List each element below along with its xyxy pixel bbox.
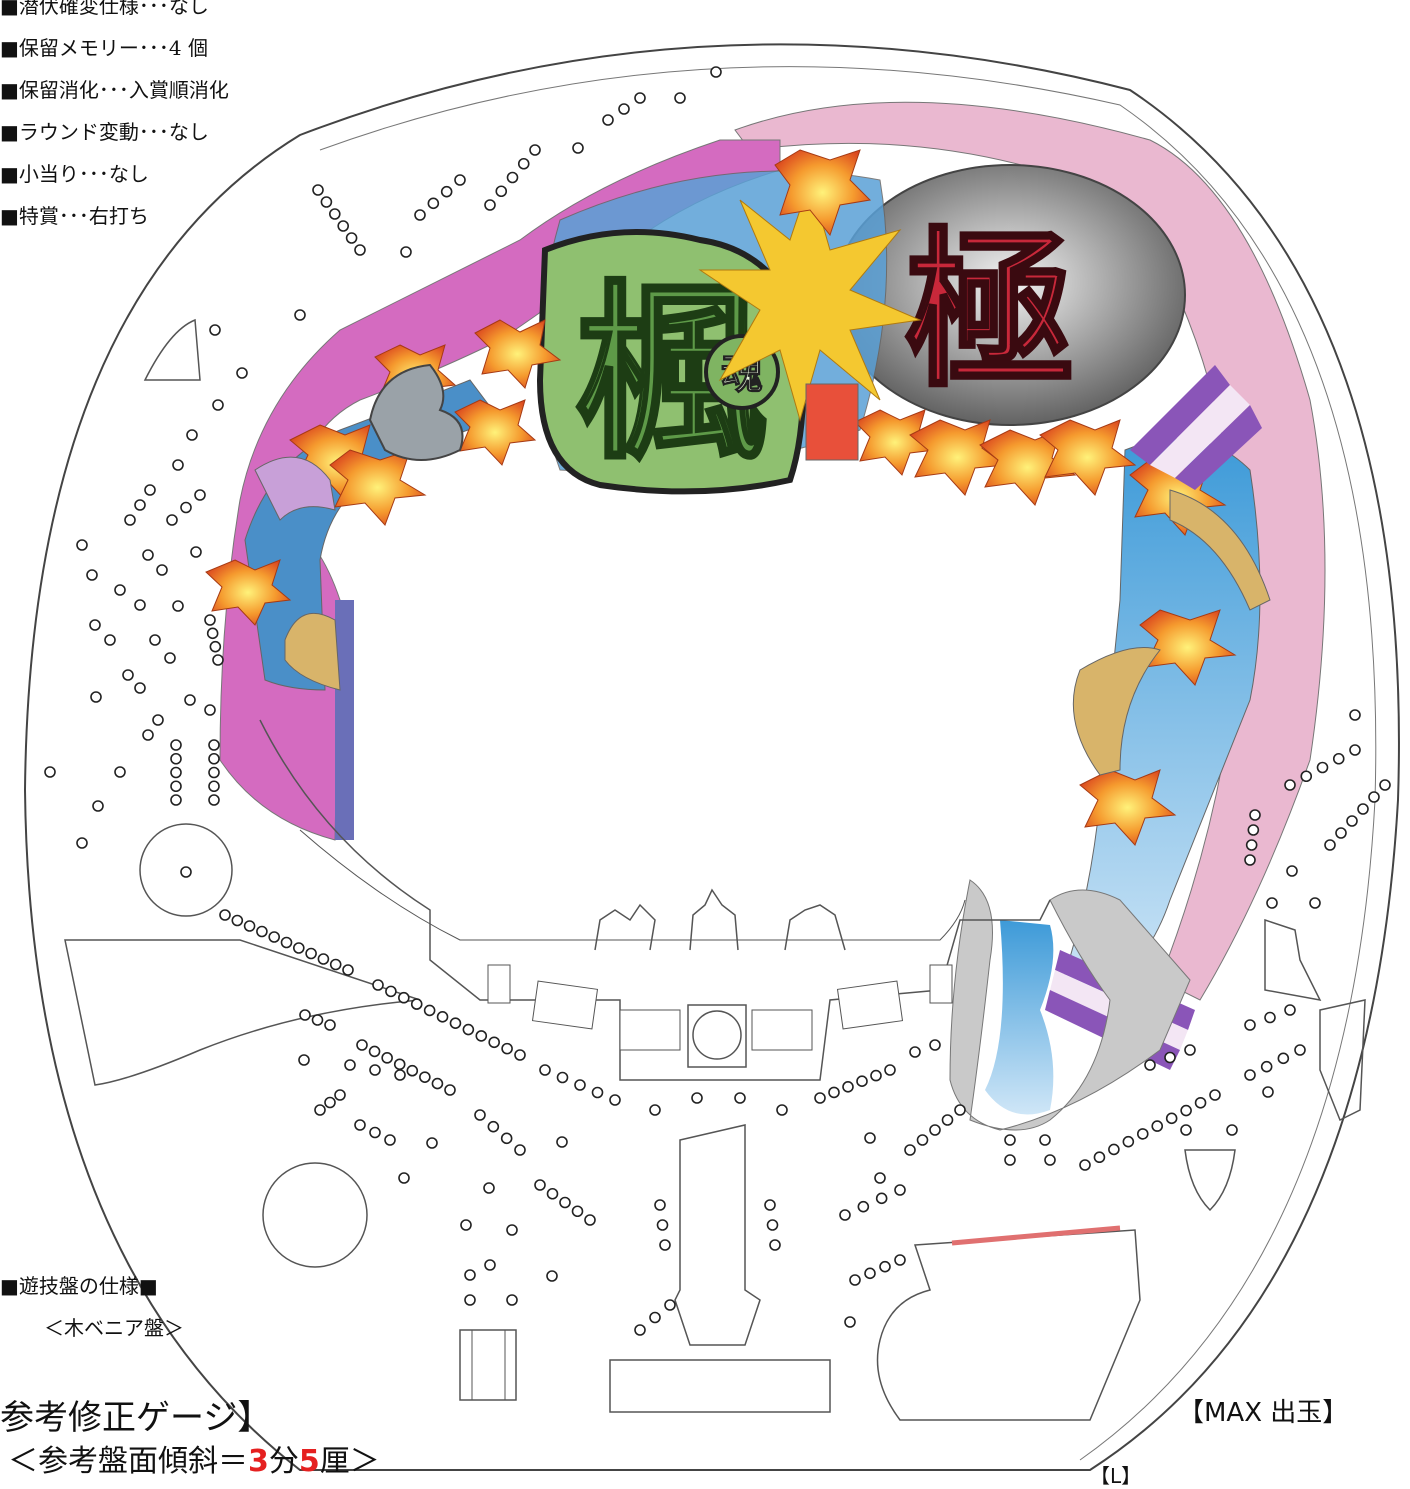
blue-bar [335,600,354,840]
white-stripe-top [1150,385,1250,478]
stage-far-left-panel [531,980,599,1030]
max-payout-label: 【MAX 出玉】 [1178,1398,1349,1428]
spec-small-hit: ■小当り･･･なし [0,162,149,186]
logo-kanji-left: 楓 [575,262,766,485]
red-block [805,383,859,461]
stage-edge-right [929,964,953,1004]
board-inner-outline [319,66,1377,1461]
gray-swirl [368,363,464,461]
blue-pool [985,920,1054,1115]
stage-center-hole [692,1010,742,1060]
gold-arc-right [1072,647,1161,776]
spec-latent: ■潜伏確変仕様･･･なし [0,0,209,18]
magenta-frame [219,139,781,841]
purple-stripe-top [1130,365,1230,465]
left-big-circle [262,1162,368,1268]
stage-lanterns [594,888,846,951]
spec-round-change: ■ラウンド変動･･･なし [0,120,209,144]
gauge-tilt: ＜参考盤面傾斜＝3分5厘＞ [8,1436,380,1480]
stage-left-panel [619,1009,681,1051]
right-wing [1319,999,1366,1122]
right-attacker [876,1229,1141,1421]
l-label: 【L】 [1090,1464,1142,1488]
tilt-prefix: ＜参考盤面傾斜＝ [8,1444,248,1479]
bottom-left-drum [459,1329,517,1401]
logo-kanji-right: 極 [905,211,1075,411]
green-kanji-plate [536,229,807,495]
gold-arc-left [284,612,341,691]
tilt-unit-rin: 厘＞ [319,1444,380,1479]
spec-hold-memory: ■保留メモリー･･･4 個 [0,36,208,60]
center-stage-outline [259,719,1051,1081]
board-outline [23,43,1400,1471]
tilt-unit-bu: 分 [268,1444,299,1479]
stage-right-panel [751,1009,813,1051]
spec-hold-order: ■保留消化･･･入賞順消化 [0,78,229,102]
stage-inner [299,829,966,941]
center-attacker [674,1124,761,1346]
nail-pins [44,66,1391,1336]
stage-far-right-panel [836,980,904,1030]
stage-edge-left [487,964,511,1004]
red-rail [951,1225,1121,1246]
out-hole-bar [609,1359,831,1413]
right-gate [1264,918,1322,1002]
left-windmill [139,823,233,917]
gauge-title: 参考修正ゲージ】 [0,1398,272,1438]
right-pocket [1184,1149,1236,1212]
board-spec-type: ＜木ベニア盤＞ [44,1316,184,1340]
board-spec-heading: ■遊技盤の仕様■ [0,1274,158,1298]
left-lane-outline [143,318,201,381]
lavender-tube [254,456,336,521]
gray-rock [949,879,1191,1131]
sunburst [698,178,922,422]
spec-jackpot: ■特賞･･･右打ち [0,204,149,228]
purple-stripe-top2 [1175,405,1262,490]
tilt-bu-value: 3 [248,1444,269,1479]
left-wing-outline [64,939,421,1086]
gold-arc-right2 [1169,489,1271,611]
tilt-rin-value: 5 [298,1444,320,1479]
